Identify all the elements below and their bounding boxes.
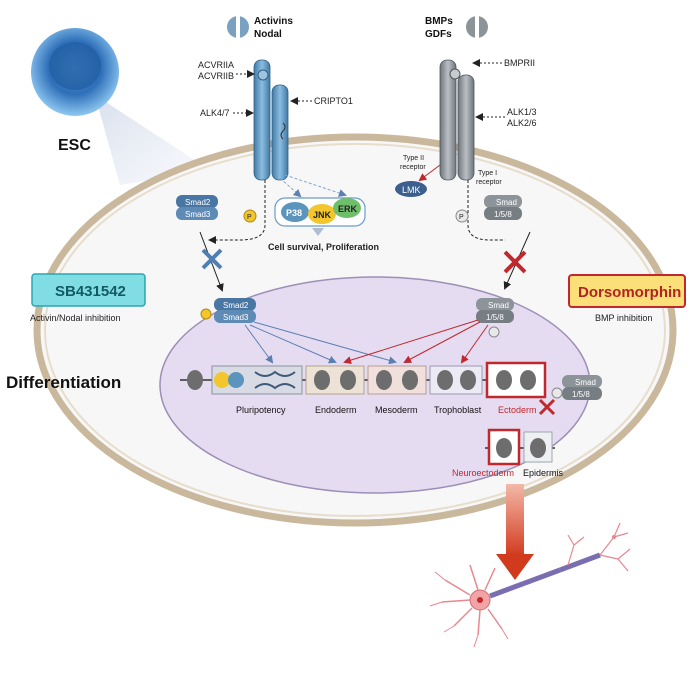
ligand-right-line1: BMPs — [425, 16, 453, 27]
smad158-nuc-label: 1/5/8 — [486, 313, 504, 322]
svg-text:P: P — [247, 214, 252, 221]
dorsomorphin-desc: BMP inhibition — [595, 313, 652, 323]
p38-node — [281, 202, 309, 222]
gene-trophoblast — [429, 365, 483, 395]
ligand-left-line2: Nodal — [254, 29, 282, 40]
receptor-alk26: ALK2/6 — [507, 118, 537, 128]
gene-ectoderm — [485, 361, 547, 399]
gene-endoderm — [305, 365, 365, 395]
trophoblast-label: Trophoblast — [434, 405, 482, 415]
smad158-nucleus — [476, 298, 514, 323]
ectoderm-inhibit-mark — [538, 398, 556, 416]
dorso-inhibit-mark — [503, 250, 527, 274]
erk-label: ERK — [338, 204, 358, 214]
sb431542-box — [31, 273, 146, 307]
smad-nuc-label: Smad — [488, 301, 509, 310]
lmk-label: LMK — [402, 185, 421, 195]
neuron-icon — [429, 522, 631, 648]
svg-text:P: P — [459, 214, 464, 221]
type1-line2: receptor — [476, 179, 502, 186]
ectoderm-label: Ectoderm — [498, 405, 537, 415]
type2-line2: receptor — [400, 164, 426, 171]
receptor-acvr2a: ACVRIIA — [198, 60, 234, 70]
smad2-nuc-label: Smad2 — [223, 301, 249, 310]
receptor-alk13: ALK1/3 — [507, 107, 537, 117]
sb-inhibit-mark — [201, 248, 223, 270]
dorsomorphin-box — [568, 274, 686, 308]
dorsomorphin-label: Dorsomorphin — [578, 284, 681, 301]
activin-receptor-complex — [253, 59, 289, 181]
gene-mesoderm — [367, 365, 427, 395]
erk-node — [333, 198, 361, 218]
smad158-ecto-label: 1/5/8 — [572, 390, 590, 399]
esc-zoom-cone — [95, 95, 210, 185]
bmp-receptor-complex — [439, 59, 475, 181]
survival-label: Cell survival, Proliferation — [268, 242, 379, 252]
smad158-ectoderm — [562, 375, 602, 400]
differentiation-arrow — [496, 484, 534, 580]
activin-ligand-icon — [227, 14, 249, 40]
sb431542-desc: Activin/Nodal inhibition — [30, 313, 121, 323]
sb431542-label: SB431542 — [55, 283, 126, 300]
type2-line1: Type II — [403, 155, 424, 162]
esc-cell-icon — [31, 28, 119, 116]
jnk-node — [308, 204, 336, 224]
smad3-nuc-label: Smad3 — [223, 313, 249, 322]
smad3-cyto-label: Smad3 — [185, 210, 211, 219]
endoderm-label: Endoderm — [315, 405, 357, 415]
lmk-node — [395, 181, 427, 197]
phospho-right — [455, 209, 469, 223]
differentiation-label: Differentiation — [6, 373, 121, 392]
p38-label: P38 — [286, 208, 302, 218]
smad158-cyto-label: 1/5/8 — [494, 210, 512, 219]
phospho-left — [243, 209, 257, 223]
gene-pluripotency — [211, 365, 303, 395]
ligand-left-line1: Activins — [254, 16, 293, 27]
mesoderm-label: Mesoderm — [375, 405, 418, 415]
gene-neuroectoderm — [487, 428, 521, 466]
ligand-right-line2: GDFs — [425, 29, 452, 40]
epidermis-label: Epidermis — [523, 468, 564, 478]
pluripotency-label: Pluripotency — [236, 405, 286, 415]
jnk-label: JNK — [313, 210, 332, 220]
smad2-cyto-label: Smad2 — [185, 198, 211, 207]
type1-line1: Type I — [478, 170, 497, 177]
smad-cyto-label: Smad — [496, 198, 517, 207]
receptor-bmprii: BMPRII — [504, 58, 535, 68]
esc-label: ESC — [58, 137, 91, 154]
smad23-nucleus — [214, 298, 256, 323]
gene-epidermis — [523, 431, 553, 463]
receptor-alk47: ALK4/7 — [200, 108, 230, 118]
bmp-ligand-icon — [466, 14, 488, 40]
receptor-cripto1: CRIPTO1 — [314, 96, 353, 106]
smad158-cytoplasm — [484, 195, 522, 220]
smad23-cytoplasm — [176, 195, 218, 220]
neuroectoderm-label: Neuroectoderm — [452, 468, 514, 478]
receptor-acvr2b: ACVRIIB — [198, 71, 234, 81]
smad-ecto-label: Smad — [575, 378, 596, 387]
